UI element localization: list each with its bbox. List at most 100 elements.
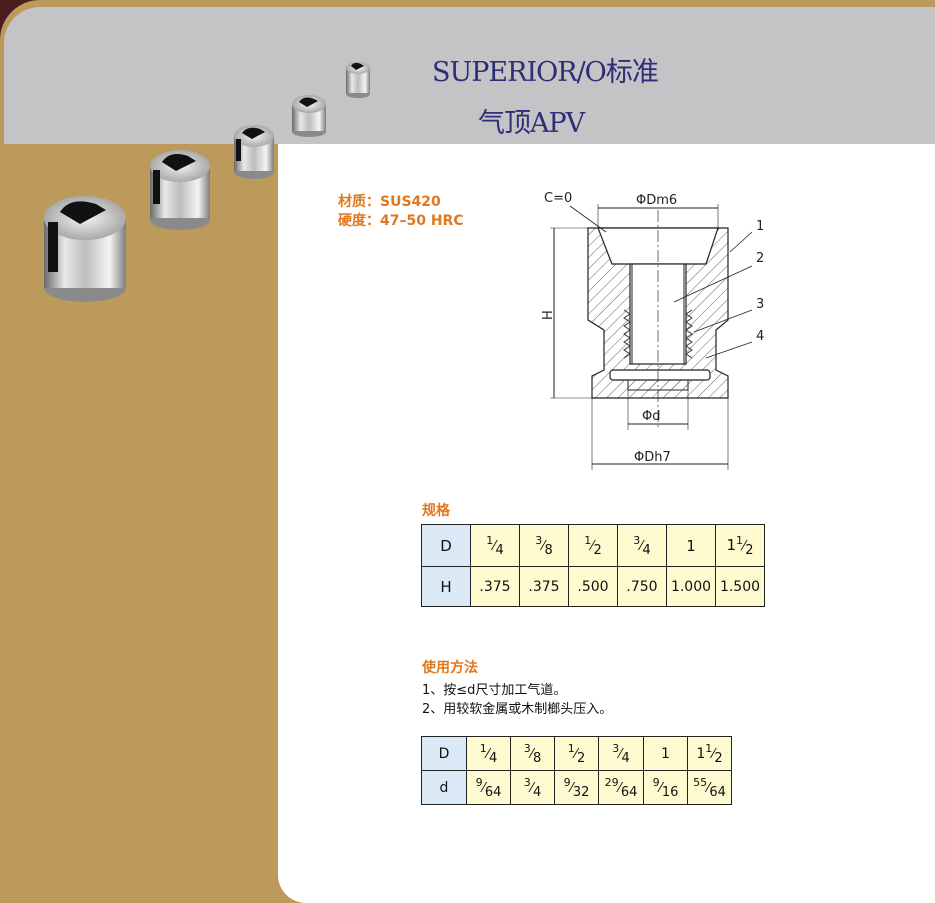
- fraction-denominator: 4: [495, 542, 504, 558]
- plug-small: [234, 125, 274, 179]
- fraction: 1: [686, 537, 696, 555]
- fraction: 9⁄32: [564, 776, 590, 800]
- table-cell: 9⁄16: [643, 770, 688, 805]
- table-cell: 1.500: [715, 566, 765, 607]
- fraction-whole: 1: [661, 745, 670, 762]
- d-small-label: Φd: [642, 409, 660, 424]
- fraction-denominator: 4: [488, 750, 498, 766]
- fraction-denominator: 4: [621, 750, 630, 766]
- fraction: 9⁄64: [476, 776, 502, 800]
- header-band: [4, 7, 935, 144]
- table-cell: 1⁄4: [470, 524, 520, 567]
- fraction-denominator: 2: [745, 542, 754, 558]
- dm-label: ΦDm6: [636, 193, 677, 208]
- table-cell: 11⁄2: [687, 736, 732, 771]
- table-cell: 1.000: [666, 566, 716, 607]
- table-cell: 11⁄2: [715, 524, 765, 567]
- fraction-slash: ⁄: [712, 746, 715, 762]
- fraction-slash: ⁄: [659, 780, 662, 796]
- fraction: 55⁄64: [693, 776, 726, 800]
- fraction-slash: ⁄: [542, 538, 545, 554]
- fraction-slash: ⁄: [530, 746, 533, 762]
- fraction-slash: ⁄: [707, 780, 710, 796]
- callout-1: 1: [756, 219, 764, 234]
- fraction-denominator: 64: [484, 784, 502, 800]
- fraction: 1⁄4: [486, 534, 503, 558]
- usage-row-d-label: D: [421, 736, 467, 771]
- h-label: H: [541, 310, 556, 320]
- fraction: 3⁄4: [524, 776, 541, 800]
- spec-row-d-label: D: [421, 524, 471, 567]
- table-cell: .375: [519, 566, 569, 607]
- fraction: 3⁄4: [612, 742, 629, 766]
- fraction-numerator: 3: [523, 741, 531, 755]
- usage-title: 使用方法: [422, 660, 478, 676]
- fraction: 11⁄2: [727, 533, 754, 558]
- table-cell: 3⁄4: [617, 524, 667, 567]
- fraction: 11⁄2: [696, 742, 722, 766]
- table-cell: 1⁄2: [568, 524, 618, 567]
- usage-step-1: 1、按≤d尺寸加工气道。: [422, 683, 567, 698]
- spec-title: 规格: [422, 503, 450, 519]
- fraction-numerator: 9: [563, 775, 571, 789]
- fraction-denominator: 32: [572, 784, 590, 800]
- fraction-numerator: 1: [584, 533, 592, 547]
- fraction-slash: ⁄: [574, 746, 577, 762]
- fraction-numerator: 9: [652, 775, 660, 789]
- fraction-numerator: 3: [633, 533, 641, 547]
- fraction-denominator: 4: [642, 542, 651, 558]
- callout-3: 3: [756, 297, 764, 312]
- fraction-denominator: 64: [620, 784, 638, 800]
- plug-medium: [150, 150, 210, 230]
- fraction-slash: ⁄: [591, 538, 594, 554]
- fraction-denominator: 2: [714, 750, 723, 766]
- table-cell: 3⁄4: [598, 736, 644, 771]
- fraction-slash: ⁄: [570, 780, 573, 796]
- fraction-denominator: 2: [593, 542, 602, 558]
- fraction-slash: ⁄: [530, 780, 533, 796]
- technical-drawing: C=0 ΦDm6 H Φd ΦDh7 1 2 3 4: [541, 191, 764, 470]
- fraction-numerator: 29: [604, 775, 619, 789]
- fraction-numerator: 1: [736, 533, 744, 547]
- table-cell: 9⁄64: [466, 770, 511, 805]
- fraction-slash: ⁄: [619, 746, 622, 762]
- fraction-denominator: 64: [709, 784, 726, 800]
- fraction-numerator: 1: [567, 741, 575, 755]
- fraction-slash: ⁄: [618, 780, 621, 796]
- callout-4: 4: [756, 329, 764, 344]
- plug-large: [44, 196, 126, 302]
- fraction-slash: ⁄: [640, 538, 643, 554]
- table-cell: 1: [643, 736, 688, 771]
- table-cell: 55⁄64: [687, 770, 732, 805]
- fraction: 1⁄4: [480, 742, 497, 766]
- table-cell: 3⁄8: [510, 736, 555, 771]
- fraction-denominator: 16: [661, 784, 679, 800]
- fraction-denominator: 4: [532, 784, 542, 800]
- fraction-numerator: 55: [693, 775, 708, 789]
- usage-row-dsmall-label: d: [421, 770, 467, 805]
- table-cell: .750: [617, 566, 667, 607]
- plug-smaller: [292, 95, 326, 137]
- fraction-whole: 1: [686, 536, 696, 555]
- usage-step-2: 2、用较软金属或木制榔头压入。: [422, 702, 613, 717]
- fraction: 3⁄8: [524, 742, 541, 766]
- table-cell: 3⁄4: [510, 770, 555, 805]
- fraction-slash: ⁄: [493, 538, 496, 554]
- callout-2: 2: [756, 251, 764, 266]
- page-title: SUPERIOR/O标准: [432, 57, 659, 88]
- fraction-denominator: 8: [532, 750, 542, 766]
- fraction-slash: ⁄: [743, 538, 746, 554]
- fraction: 3⁄8: [535, 534, 552, 558]
- fraction: 1: [661, 746, 670, 762]
- fraction-whole: 1: [696, 745, 706, 762]
- fraction: 3⁄4: [633, 533, 650, 558]
- fraction-numerator: 3: [612, 741, 620, 755]
- fraction: 1⁄2: [584, 533, 601, 558]
- table-cell: 1⁄2: [554, 736, 599, 771]
- fraction-slash: ⁄: [486, 746, 489, 762]
- fraction-slash: ⁄: [482, 780, 485, 796]
